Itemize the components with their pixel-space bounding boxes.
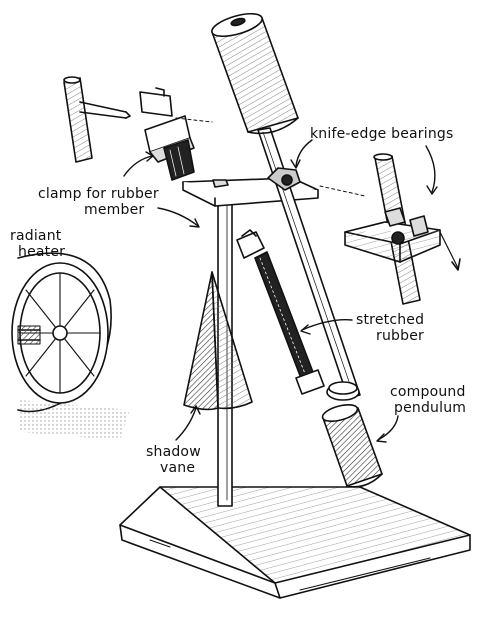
top-bearing	[267, 167, 301, 191]
stretched-label-line1: stretched	[356, 312, 425, 328]
compound-label-line2: pendulum	[394, 400, 467, 416]
shadow-label-line1: shadow	[146, 444, 201, 460]
stretched-label-line2: rubber	[376, 328, 424, 344]
bearing-detail	[319, 153, 461, 305]
compound-label-line1: compound	[390, 384, 466, 400]
shadow-vane	[183, 271, 253, 411]
clamp-label-line2: member	[84, 202, 145, 218]
radiant-label-line2: heater	[18, 244, 66, 260]
radiant-label-line1: radiant	[10, 228, 62, 244]
lower-weight	[321, 381, 383, 488]
upper-weight	[211, 12, 299, 135]
rubber-member	[236, 229, 325, 395]
leader-arrows	[123, 139, 438, 443]
knife-edge-label: knife-edge bearings	[310, 126, 454, 142]
shadow-label-line2: vane	[160, 460, 196, 476]
clamp-detail	[63, 76, 213, 181]
pendulum-rod	[257, 127, 361, 399]
base-plate	[119, 486, 471, 599]
clamp-label-line1: clamp for rubber	[38, 186, 159, 202]
radiant-heater	[11, 252, 130, 440]
